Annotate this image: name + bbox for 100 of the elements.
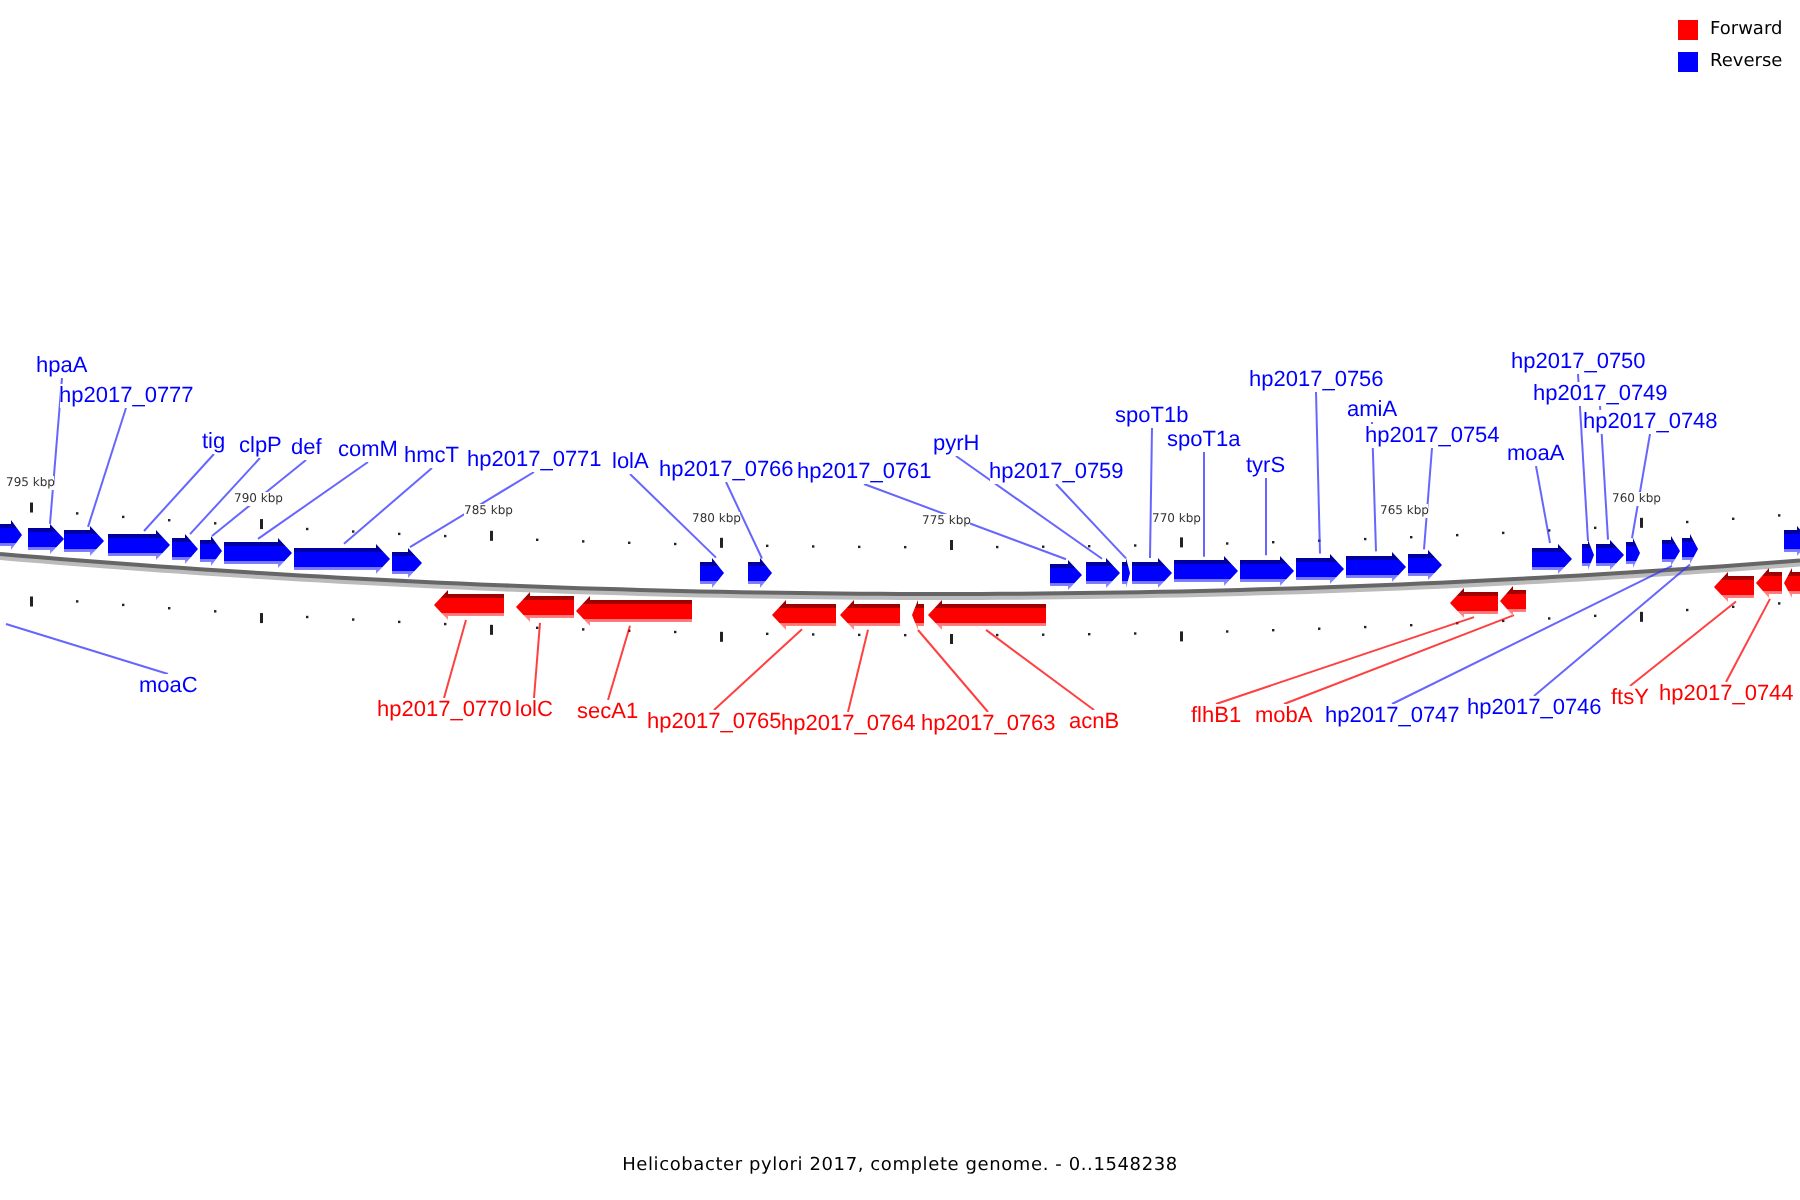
- gene-label: hmcT: [404, 444, 459, 468]
- gene-block: [772, 599, 836, 630]
- gene-label: hp2017_0748: [1583, 410, 1718, 434]
- gene-label: comM: [338, 438, 398, 462]
- leader-line: [1535, 465, 1551, 545]
- gene-block: [392, 547, 422, 578]
- gene-block: [840, 599, 900, 630]
- gene-label: hp2017_0763: [921, 712, 1056, 736]
- gene-block: [1050, 559, 1082, 590]
- legend-label: Forward: [1710, 20, 1783, 40]
- caption: Helicobacter pylori 2017, complete genome. - 0..1548238: [620, 1156, 1180, 1176]
- gene-block: [172, 534, 198, 565]
- leader-line: [87, 407, 127, 528]
- gene-block: [1240, 555, 1294, 586]
- gene-label: def: [291, 436, 322, 460]
- gene-label: hp2017_0747: [1325, 704, 1460, 728]
- gene-label: tig: [202, 430, 226, 454]
- gene-block: [0, 520, 22, 551]
- gene-label: tyrS: [1246, 454, 1286, 478]
- leader-line: [725, 481, 763, 560]
- leader-line: [1203, 451, 1205, 558]
- leader-line: [257, 461, 369, 540]
- gene-block: [1346, 551, 1406, 582]
- gene-block: [576, 595, 692, 626]
- gene-label: pyrH: [933, 432, 980, 456]
- gene-label: hp2017_0749: [1533, 382, 1668, 406]
- gene-block: [1132, 557, 1172, 588]
- leader-line: [955, 455, 1103, 560]
- gene-block: [294, 543, 390, 574]
- gene-label: spoT1a: [1167, 428, 1241, 452]
- leader-line: [1149, 427, 1153, 559]
- leader-line: [1533, 563, 1691, 697]
- leader-line: [1391, 564, 1673, 705]
- gene-label: hp2017_0754: [1365, 424, 1500, 448]
- gene-block: [912, 599, 924, 630]
- leader-line: [1629, 600, 1737, 687]
- gene-label: hp2017_0765: [647, 710, 782, 734]
- gene-label: hp2017_0766: [659, 458, 794, 482]
- gene-block: [1296, 553, 1344, 584]
- gene-label: hp2017_0761: [797, 460, 932, 484]
- gene-block: [64, 526, 104, 557]
- gene-label: moaA: [1507, 442, 1565, 466]
- gene-block: [1582, 540, 1594, 571]
- gene-label: hp2017_0746: [1467, 696, 1602, 720]
- legend-label: Reverse: [1710, 52, 1783, 72]
- gene-block: [28, 523, 64, 554]
- gene-block: [1086, 558, 1120, 589]
- leader-line: [189, 457, 261, 536]
- leader-line: [409, 471, 535, 549]
- gene-block: [200, 535, 222, 566]
- gene-label: secA1: [577, 700, 639, 724]
- gene-label: hp2017_0759: [989, 460, 1124, 484]
- leader-line: [1283, 614, 1515, 705]
- gene-block: [748, 558, 772, 589]
- leader-line: [49, 377, 63, 525]
- gene-label: ftsY: [1611, 686, 1649, 710]
- gene-block: [1596, 539, 1624, 570]
- gene-label: amiA: [1347, 398, 1398, 422]
- gene-label: hp2017_0777: [59, 384, 194, 408]
- gene-block: [1662, 535, 1680, 566]
- gene-label: clpP: [239, 434, 282, 458]
- leader-line: [863, 483, 1067, 561]
- gene-block: [1682, 534, 1698, 565]
- gene-block: [1408, 549, 1442, 580]
- leader-line: [1631, 433, 1651, 540]
- leader-line: [1423, 447, 1433, 551]
- gene-label: hp2017_0771: [467, 448, 602, 472]
- gene-block: [224, 538, 292, 569]
- leader-line: [533, 621, 541, 699]
- gene-label: flhB1: [1191, 704, 1242, 728]
- leader-line: [1055, 483, 1127, 560]
- gene-block: [928, 599, 1046, 630]
- gene-block: [1174, 556, 1238, 587]
- gene-label: acnB: [1069, 710, 1120, 734]
- leader-line: [5, 623, 169, 675]
- gene-block: [700, 557, 724, 588]
- leader-line: [143, 453, 215, 532]
- gene-label: moaC: [139, 674, 198, 698]
- leader-line: [629, 473, 717, 559]
- gene-label: mobA: [1255, 704, 1313, 728]
- gene-label: lolA: [612, 450, 649, 474]
- gene-block: [1714, 571, 1754, 602]
- gene-block: [1756, 568, 1782, 599]
- leader-line: [1215, 616, 1475, 705]
- gene-label: hp2017_0750: [1511, 350, 1646, 374]
- leader-line: [985, 628, 1095, 711]
- leader-line: [713, 628, 803, 711]
- gene-block: [108, 530, 170, 561]
- gene-block: [1784, 567, 1800, 598]
- gene-block: [1500, 585, 1526, 616]
- gene-label: spoT1b: [1115, 404, 1189, 428]
- gene-label: lolC: [515, 698, 553, 722]
- gene-block: [1626, 538, 1640, 569]
- leader-line: [847, 628, 869, 713]
- gene-label: hp2017_0770: [377, 698, 512, 722]
- leader-line: [607, 624, 631, 701]
- leader-line: [343, 467, 433, 545]
- gene-label: hp2017_0764: [781, 712, 916, 736]
- gene-label: hp2017_0756: [1249, 368, 1384, 392]
- gene-block: [1532, 543, 1572, 574]
